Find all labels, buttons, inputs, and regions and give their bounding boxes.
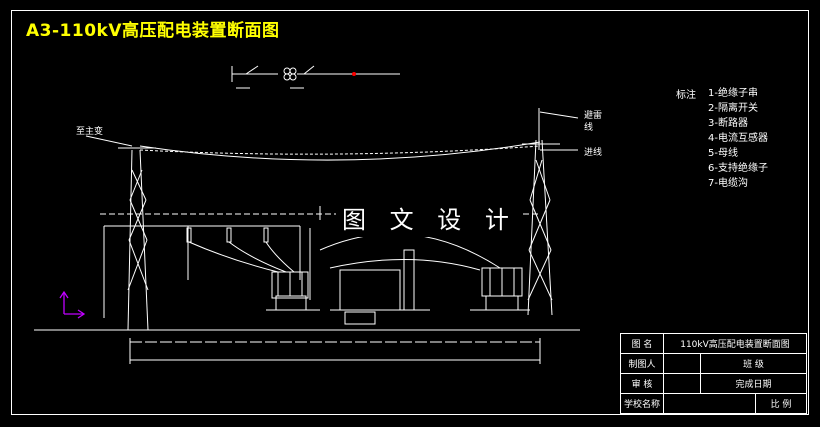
legend: 1-绝缘子串 2-隔离开关 3-断路器 4-电流互感器 5-母线 6-支持绝缘子… bbox=[708, 86, 768, 191]
label-lightning-wire: 避雷 线 bbox=[584, 111, 603, 133]
drafter-label: 制图人 bbox=[620, 353, 664, 374]
class-label: 班 级 bbox=[700, 353, 807, 374]
school-name-label: 学校名称 bbox=[620, 393, 664, 414]
title-block: 图 名 110kV高压配电装置断面图 制图人 班 级 审 核 完成日期 学校名称… bbox=[620, 333, 807, 414]
gantry bbox=[103, 225, 311, 318]
overhead-line bbox=[139, 141, 541, 161]
legend-item: 1-绝缘子串 bbox=[708, 88, 758, 99]
reviewer-label: 审 核 bbox=[620, 373, 664, 394]
drawing-title: A3-110kV高压配电装置断面图 bbox=[26, 21, 280, 41]
drawing-name-value: 110kV高压配电装置断面图 bbox=[663, 333, 807, 354]
legend-heading: 标注 bbox=[676, 90, 696, 101]
equipment-left bbox=[266, 271, 320, 311]
legend-item: 6-支持绝缘子 bbox=[708, 163, 768, 174]
equipment-right bbox=[470, 267, 530, 311]
watermark: 图 文 设 计 bbox=[336, 198, 523, 237]
label-to-main-transformer: 至主变 bbox=[76, 127, 104, 137]
scale-label: 比 例 bbox=[755, 393, 807, 414]
left-tower bbox=[118, 147, 156, 331]
legend-item: 2-隔离开关 bbox=[708, 103, 758, 114]
drawing-name-label: 图 名 bbox=[620, 333, 664, 354]
legend-item: 5-母线 bbox=[708, 148, 738, 159]
lightning-wire bbox=[139, 145, 541, 155]
legend-item: 7-电缆沟 bbox=[708, 178, 748, 189]
right-tower bbox=[522, 108, 560, 316]
axis-indicator bbox=[59, 290, 86, 319]
drawing-border bbox=[11, 10, 809, 415]
completion-date-label: 完成日期 bbox=[700, 373, 807, 394]
schematic-symbol bbox=[231, 65, 400, 89]
label-incoming-line: 进线 bbox=[584, 148, 603, 158]
legend-item: 3-断路器 bbox=[708, 118, 748, 129]
equipment-center bbox=[330, 249, 430, 325]
legend-item: 4-电流互感器 bbox=[708, 133, 768, 144]
